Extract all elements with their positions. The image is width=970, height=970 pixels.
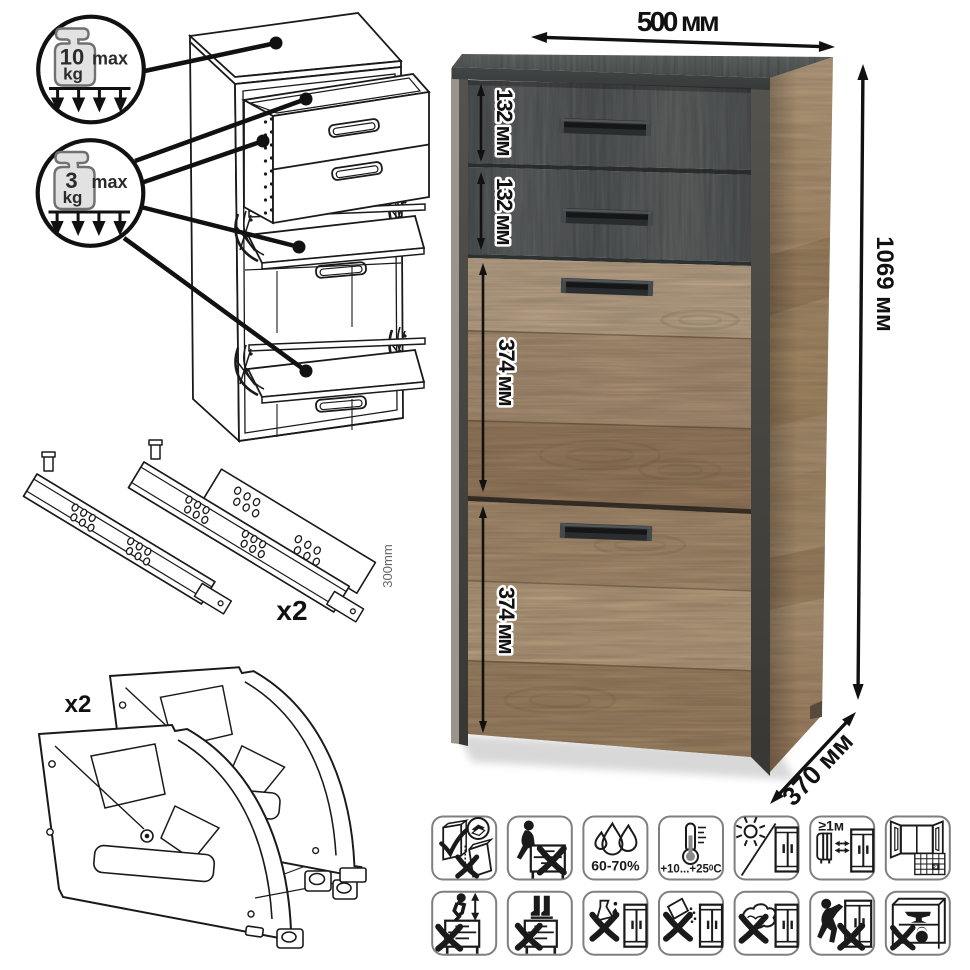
svg-text:max: max [91,172,127,192]
svg-text:300mm: 300mm [380,544,395,587]
svg-text:132 мм: 132 мм [492,89,517,156]
svg-text:+10...+250С: +10...+250С [660,863,721,875]
svg-text:kg: kg [63,188,83,207]
svg-text:max: max [92,49,128,69]
svg-text:132 мм: 132 мм [492,178,517,245]
svg-text:500 мм: 500 мм [637,6,718,37]
svg-text:x2: x2 [65,691,92,718]
svg-text:374 мм: 374 мм [494,339,519,406]
svg-text:3: 3 [65,168,77,193]
svg-text:60-70%: 60-70% [591,858,640,874]
svg-text:≥1м: ≥1м [818,818,844,834]
svg-text:x2: x2 [276,595,307,626]
svg-text:10: 10 [60,45,84,70]
svg-text:1069 мм: 1069 мм [871,236,898,332]
svg-text:kg: kg [63,65,83,84]
svg-text:374 мм: 374 мм [494,587,519,654]
svg-text:21: 21 [933,865,939,871]
